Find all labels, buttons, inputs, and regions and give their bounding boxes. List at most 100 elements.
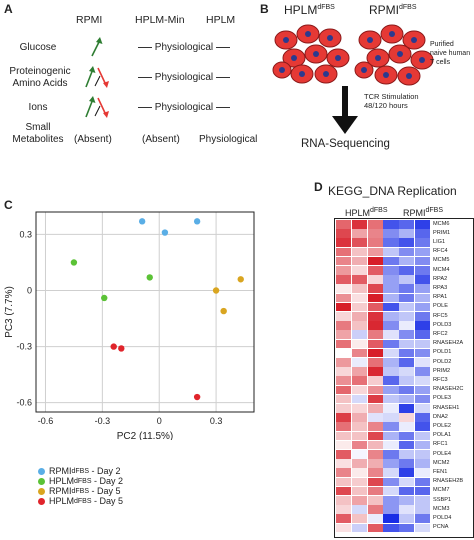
heatmap-cell [383, 330, 399, 339]
heatmap-cell [415, 367, 431, 376]
gene-label: LIG1 [433, 238, 446, 245]
heatmap-cell [415, 284, 431, 293]
gene-label: PRIM2 [433, 367, 451, 374]
heatmap-cell [415, 468, 431, 477]
gene-label: RFC5 [433, 312, 448, 319]
heatmap-cell [351, 330, 367, 339]
heatmap-cell [336, 256, 352, 266]
gene-label: MCM7 [433, 487, 450, 494]
heatmap-cell [351, 523, 367, 533]
heatmap-cell [415, 385, 431, 395]
heatmap-cell [336, 220, 352, 229]
gene-label: FEN1 [433, 468, 448, 475]
heatmap-cell [383, 523, 399, 533]
heatmap-cell [367, 367, 383, 376]
heatmap-cell [399, 348, 415, 358]
heatmap-cell [336, 394, 352, 404]
heatmap-cell [351, 477, 367, 487]
gene-label: RFC1 [433, 441, 448, 448]
heatmap-group-rpmi-sup: dFBS [425, 207, 444, 214]
heatmap-cell [336, 348, 352, 358]
heatmap-cell [383, 238, 399, 247]
heatmap-cell [351, 496, 367, 505]
legend-dot [38, 477, 45, 485]
scatter-point [161, 229, 169, 236]
heatmap-cell [367, 302, 383, 312]
heatmap-cell [351, 486, 367, 496]
heatmap-cell [336, 459, 352, 468]
heatmap-cell [367, 394, 383, 404]
scatter-point [138, 218, 146, 225]
heatmap-cell [367, 247, 383, 257]
heatmap-cell [336, 376, 352, 385]
heatmap-cell [415, 486, 431, 496]
y-tick-label: 0 [27, 286, 32, 296]
heatmap-group-hplm-label: HPLM [345, 208, 371, 218]
heatmap-cell [415, 459, 431, 468]
heatmap-group-hplm-sup: dFBS [370, 207, 388, 214]
heatmap-cell [351, 440, 367, 450]
heatmap-cell [383, 440, 399, 450]
heatmap-cell [415, 275, 431, 284]
cell-cluster-hplm [272, 24, 350, 84]
heatmap-cell [399, 496, 415, 505]
hplm-sup: dFBS [317, 4, 335, 11]
heatmap-cell [383, 505, 399, 514]
heatmap-cell [351, 238, 367, 247]
heatmap-cell [399, 477, 415, 487]
heatmap-cell [367, 413, 383, 422]
heatmap-cell [415, 358, 431, 367]
heatmap-cell [336, 404, 352, 413]
heatmap-cell [367, 523, 383, 533]
gene-label: DNA2 [433, 413, 448, 420]
pca-points [70, 218, 244, 401]
heatmap-cell [415, 238, 431, 247]
gene-label: RFC3 [433, 376, 448, 383]
heatmap-cell [383, 376, 399, 385]
heatmap-cell [415, 376, 431, 385]
heatmap-cell [399, 284, 415, 293]
hplm-label: HPLM [284, 3, 318, 17]
scatter-point [193, 393, 201, 401]
heatmap-cell [383, 321, 399, 330]
legend-dot [38, 487, 45, 495]
small-metabolites-hplm: Physiological [199, 134, 258, 145]
row-label-ions: Ions [28, 102, 48, 113]
heatmap-cell [399, 266, 415, 275]
legend-dot [38, 497, 45, 505]
heatmap-cell [399, 312, 415, 321]
header-rpmi: RPMI [76, 14, 103, 26]
heatmap-cell [336, 523, 352, 533]
legend-prefix: RPMI [49, 466, 72, 476]
row-label-amino-acids: Proteinogenic Amino Acids [9, 66, 71, 89]
heatmap-cell [336, 440, 352, 450]
heatmap-cell [336, 339, 352, 349]
heatmap-cell [415, 339, 431, 349]
gene-label: PRIM1 [433, 229, 451, 236]
panel-d-letter: D [314, 180, 323, 194]
heatmap-cell [383, 450, 399, 459]
heatmap-cell [399, 247, 415, 257]
ions-hplm-min: Physiological [138, 102, 230, 113]
t-cell-cluster-illustration [272, 24, 434, 86]
heatmap-cell [383, 275, 399, 284]
heatmap-cell [399, 514, 415, 523]
gene-label: PCNA [433, 524, 449, 531]
gene-label: MCM6 [433, 220, 450, 227]
heatmap-cell [383, 404, 399, 413]
heatmap-cell [351, 376, 367, 385]
gene-label: RPA3 [433, 284, 448, 291]
heatmap-cell [336, 302, 352, 312]
gene-label: RFC4 [433, 248, 448, 255]
heatmap-cell [351, 358, 367, 367]
scatter-point [212, 287, 220, 294]
heatmap-cell [399, 486, 415, 496]
gene-label: POLD1 [433, 349, 452, 356]
heatmap-cell [367, 514, 383, 523]
heatmap-cell [351, 293, 367, 303]
heatmap-cell [367, 358, 383, 367]
scatter-point [237, 276, 244, 283]
heatmap-cell [383, 247, 399, 257]
